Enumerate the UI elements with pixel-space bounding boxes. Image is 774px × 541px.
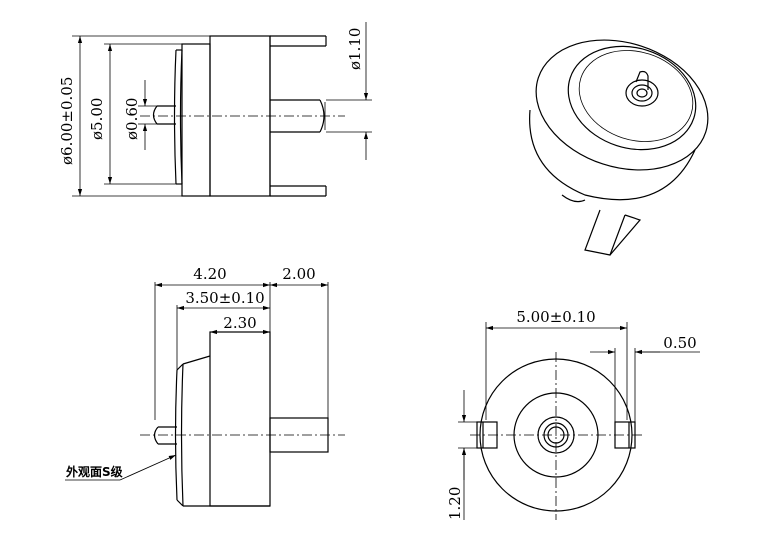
front-view-outline [140, 331, 345, 507]
slot-height-label: 1.20 [446, 487, 464, 520]
dim-slot-width: 0.50 [590, 334, 700, 422]
dim-end-diameter: 5.00±0.10 [485, 308, 628, 420]
pin-diameter-label: ø0.60 [123, 98, 141, 140]
end-diameter-label: 5.00±0.10 [516, 308, 595, 326]
isometric-view [529, 39, 709, 256]
dim-step-length: 2.30 [210, 314, 270, 335]
surface-note-label: 外观面S级 [66, 464, 123, 479]
outer-diameter-label: ø6.00±0.05 [58, 77, 76, 165]
surface-note: 外观面S级 [65, 454, 177, 481]
dim-slot-height: 1.20 [446, 390, 477, 520]
slot-width-label: 0.50 [663, 334, 696, 352]
step-length-label: 2.30 [223, 314, 256, 332]
body-length-label: 3.50±0.10 [185, 289, 264, 307]
dim-pin-diameter: ø0.60 [123, 80, 157, 150]
iso-pin [625, 79, 659, 107]
iso-tab [584, 209, 626, 256]
side-view: ø6.00±0.05 ø5.00 ø0.60 ø1.10 [58, 22, 372, 197]
dim-overall-length: 4.20 [154, 265, 271, 420]
dim-body-diameter: ø5.00 [88, 43, 182, 185]
side-view-outline [140, 35, 345, 197]
dim-body-length: 3.50±0.10 [176, 289, 270, 370]
dim-tab-diameter: ø1.10 [326, 22, 372, 160]
tab-diameter-label: ø1.10 [346, 28, 364, 70]
end-view-outline [470, 352, 645, 520]
iso-cylinder [529, 109, 696, 201]
dim-tab-length: 2.00 [270, 265, 329, 418]
end-view: 5.00±0.10 0.50 1.20 [446, 308, 700, 520]
dim-outer-diameter: ø6.00±0.05 [58, 35, 210, 197]
overall-length-label: 4.20 [193, 265, 226, 283]
tab-length-label: 2.00 [282, 265, 315, 283]
front-view: 4.20 2.00 3.50±0.10 2.30 外观面S级 [65, 265, 345, 507]
body-diameter-label: ø5.00 [88, 98, 106, 140]
